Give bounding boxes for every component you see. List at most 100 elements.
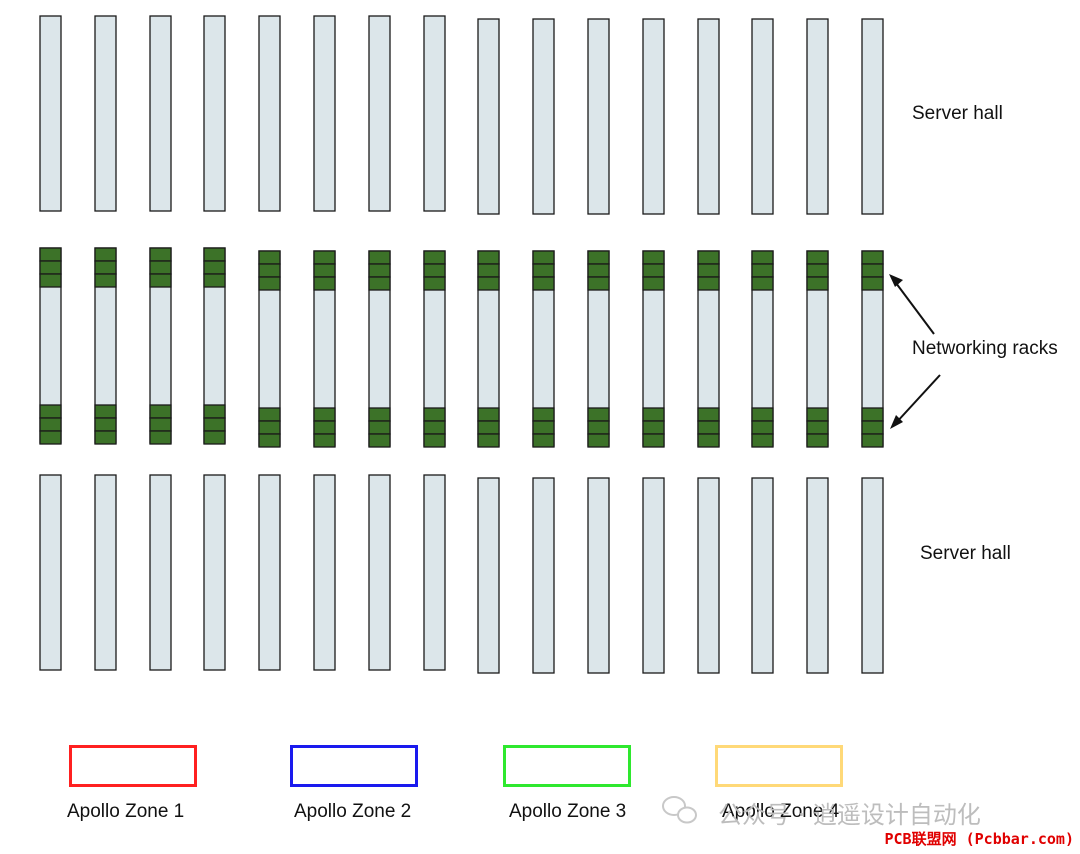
legend-label-zone-1: Apollo Zone 1	[67, 801, 185, 822]
network-unit	[313, 250, 336, 265]
network-unit	[258, 263, 281, 278]
watermark: 公众号 · 逍遥设计自动化	[662, 795, 981, 830]
network-unit	[423, 420, 446, 435]
server-rack	[313, 474, 336, 671]
server-hall-top-row	[39, 15, 884, 215]
network-unit	[149, 247, 172, 262]
network-unit	[806, 263, 829, 278]
network-unit	[861, 420, 884, 435]
network-unit	[313, 276, 336, 291]
networking-racks-label: Networking racks	[912, 338, 1058, 359]
network-unit	[642, 263, 665, 278]
server-rack	[587, 18, 610, 215]
wechat-icon	[662, 796, 697, 824]
network-unit	[258, 433, 281, 448]
network-unit	[861, 276, 884, 291]
server-rack	[258, 474, 281, 671]
network-unit	[149, 417, 172, 432]
network-unit	[149, 430, 172, 445]
server-rack	[39, 474, 62, 671]
legend-swatch-zone-2	[290, 745, 418, 787]
network-unit	[806, 433, 829, 448]
network-unit	[532, 250, 555, 265]
network-unit	[149, 273, 172, 288]
server-hall-bottom-row	[39, 474, 884, 674]
network-unit	[477, 433, 500, 448]
server-rack	[313, 15, 336, 212]
server-rack	[149, 15, 172, 212]
network-unit	[203, 260, 226, 275]
server-rack	[423, 474, 446, 671]
networking-row	[39, 247, 884, 448]
network-unit	[697, 263, 720, 278]
arrow-head-top	[889, 274, 903, 287]
network-unit	[751, 263, 774, 278]
network-unit	[587, 276, 610, 291]
network-unit	[368, 433, 391, 448]
network-unit	[697, 420, 720, 435]
legend-label-zone-4: Apollo Zone 4	[722, 801, 840, 822]
network-unit	[313, 263, 336, 278]
network-unit	[313, 420, 336, 435]
network-unit	[697, 276, 720, 291]
arrow-to-top-networking	[892, 278, 935, 335]
network-unit	[477, 420, 500, 435]
network-unit	[94, 404, 117, 419]
network-unit	[94, 430, 117, 445]
network-unit	[39, 404, 62, 419]
network-unit	[751, 433, 774, 448]
server-rack	[861, 477, 884, 674]
network-unit	[94, 260, 117, 275]
network-unit	[861, 433, 884, 448]
network-unit	[587, 250, 610, 265]
network-unit	[258, 407, 281, 422]
network-unit	[94, 273, 117, 288]
network-unit	[642, 433, 665, 448]
arrow-head-bottom	[890, 415, 903, 429]
network-unit	[751, 407, 774, 422]
server-rack	[423, 15, 446, 212]
network-unit	[368, 276, 391, 291]
network-unit	[39, 273, 62, 288]
network-unit	[368, 263, 391, 278]
wechat-icon-spacer	[662, 804, 692, 828]
network-unit	[368, 250, 391, 265]
server-hall-top-label: Server hall	[912, 103, 1003, 124]
network-unit	[697, 250, 720, 265]
network-unit	[313, 407, 336, 422]
network-unit	[697, 407, 720, 422]
server-rack	[477, 18, 500, 215]
server-rack	[532, 477, 555, 674]
network-unit	[587, 420, 610, 435]
server-rack	[203, 15, 226, 212]
server-rack	[368, 474, 391, 671]
server-rack	[94, 15, 117, 212]
network-unit	[258, 250, 281, 265]
network-unit	[203, 417, 226, 432]
networking-arrows	[889, 274, 941, 429]
legend-swatch-zone-3	[503, 745, 631, 787]
network-unit	[423, 433, 446, 448]
network-unit	[149, 260, 172, 275]
arrow-to-bottom-networking	[894, 374, 941, 425]
network-unit	[39, 417, 62, 432]
network-unit	[477, 276, 500, 291]
network-unit	[423, 407, 446, 422]
network-unit	[642, 420, 665, 435]
server-rack	[697, 477, 720, 674]
network-unit	[642, 276, 665, 291]
server-hall-bottom-label: Server hall	[920, 543, 1011, 564]
server-rack	[642, 18, 665, 215]
network-unit	[587, 433, 610, 448]
network-unit	[477, 263, 500, 278]
network-unit	[751, 250, 774, 265]
network-unit	[861, 250, 884, 265]
network-unit	[203, 404, 226, 419]
server-rack	[642, 477, 665, 674]
source-stamp: PCB联盟网 (Pcbbar.com)	[884, 830, 1075, 848]
network-unit	[806, 276, 829, 291]
server-rack	[751, 477, 774, 674]
network-unit	[313, 433, 336, 448]
network-unit	[368, 420, 391, 435]
server-rack	[94, 474, 117, 671]
